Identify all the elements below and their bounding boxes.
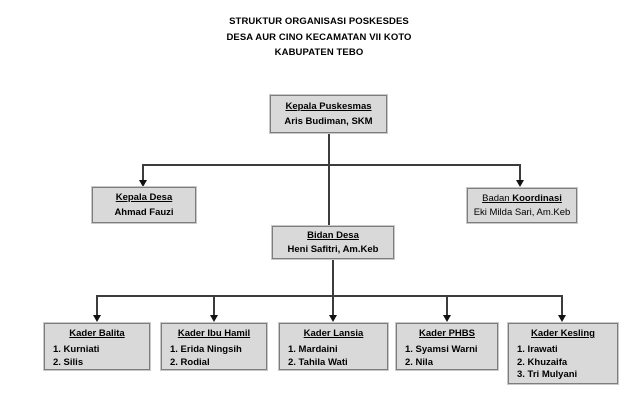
node-kepala-puskesmas: Kepala Puskesmas Aris Budiman, SKM <box>270 95 387 133</box>
member-item: 3. Tri Mulyani <box>517 369 578 380</box>
node-kader-ibu-hamil-title: Kader Ibu Hamil <box>177 328 251 339</box>
node-kader-kesling: Kader Kesling 1. Irawati 2. Khuzaifa 3. … <box>508 323 618 384</box>
arrowhead-badan-koordinasi-icon <box>516 180 524 187</box>
node-kader-kesling-members: 1. Irawati 2. Khuzaifa 3. Tri Mulyani <box>509 344 617 382</box>
arrowhead-kader-balita-icon <box>93 315 101 322</box>
node-kader-kesling-title: Kader Kesling <box>531 328 595 339</box>
chart-title-line-2: DESA AUR CINO KECAMATAN VII KOTO <box>226 31 412 43</box>
connector-stub-kader-phbs <box>446 295 448 316</box>
node-kepala-desa-title: Kepala Desa <box>115 192 173 203</box>
connector-stub-kader-kesling <box>561 295 563 316</box>
node-bidan-desa-name: Heni Safitri, Am.Keb <box>287 244 379 255</box>
node-kader-lansia-members: 1. Mardaini 2. Tahila Wati <box>280 344 387 369</box>
node-kepala-puskesmas-title: Kepala Puskesmas <box>285 100 372 112</box>
chart-title: STRUKTUR ORGANISASI POSKESDES DESA AUR C… <box>0 14 638 61</box>
arrowhead-kader-ibu-hamil-icon <box>210 315 218 322</box>
member-item: 1. Syamsi Warni <box>405 344 478 355</box>
connector-level2-horizontal <box>142 164 521 166</box>
node-badan-koordinasi-title-bold: Koordinasi <box>512 192 562 204</box>
member-item: 1. Mardaini <box>288 344 338 355</box>
node-kepala-desa-name: Ahmad Fauzi <box>114 207 174 218</box>
node-badan-koordinasi-title-regular: Badan <box>482 192 510 204</box>
arrowhead-kader-phbs-icon <box>443 315 451 322</box>
node-kepala-desa: Kepala Desa Ahmad Fauzi <box>92 187 196 223</box>
arrowhead-kepala-desa-icon <box>139 180 147 187</box>
node-bidan-desa: Bidan Desa Heni Safitri, Am.Keb <box>272 226 394 259</box>
member-item: 1. Erida Ningsih <box>170 344 242 355</box>
node-kader-phbs: Kader PHBS 1. Syamsi Warni 2. Nila <box>396 323 498 370</box>
connector-stub-kader-ibu-hamil <box>213 295 215 316</box>
node-badan-koordinasi: Badan Koordinasi Eki Milda Sari, Am.Keb <box>467 188 577 223</box>
member-item: 1. Irawati <box>517 344 558 355</box>
member-item: 2. Silis <box>53 356 84 368</box>
node-kader-phbs-title: Kader PHBS <box>419 328 475 339</box>
node-kader-ibu-hamil-members: 1. Erida Ningsih 2. Rodial <box>162 344 266 369</box>
node-kader-balita: Kader Balita 1. Kurniati 2. Silis <box>44 323 150 370</box>
chart-title-line-3: KABUPATEN TEBO <box>274 47 364 58</box>
member-item: 2. Nila <box>405 356 433 368</box>
connector-stub-kepala-desa <box>142 164 144 181</box>
node-kader-balita-members: 1. Kurniati 2. Silis <box>45 344 149 369</box>
connector-stub-kader-balita <box>96 295 98 316</box>
node-kepala-puskesmas-name: Aris Budiman, SKM <box>284 116 373 128</box>
node-bidan-desa-title: Bidan Desa <box>307 230 359 241</box>
arrowhead-kader-kesling-icon <box>558 315 566 322</box>
member-item: 2. Rodial <box>170 356 210 368</box>
arrowhead-kader-lansia-icon <box>329 315 337 322</box>
chart-title-line-1: STRUKTUR ORGANISASI POSKESDES <box>229 16 409 27</box>
node-kader-ibu-hamil: Kader Ibu Hamil 1. Erida Ningsih 2. Rodi… <box>161 323 267 370</box>
node-kader-phbs-members: 1. Syamsi Warni 2. Nila <box>397 344 497 369</box>
node-kader-lansia: Kader Lansia 1. Mardaini 2. Tahila Wati <box>279 323 388 370</box>
member-item: 2. Khuzaifa <box>517 356 568 368</box>
node-kader-lansia-title: Kader Lansia <box>303 328 364 339</box>
node-badan-koordinasi-name: Eki Milda Sari, Am.Keb <box>473 207 571 219</box>
connector-level3-horizontal <box>96 295 563 297</box>
connector-bidan-to-kaders <box>332 258 334 316</box>
node-badan-koordinasi-title: Badan Koordinasi <box>468 193 576 204</box>
connector-puskesmas-to-bidan <box>328 133 330 226</box>
member-item: 1. Kurniati <box>53 344 100 355</box>
connector-stub-badan-koordinasi <box>519 164 521 181</box>
node-kader-balita-title: Kader Balita <box>69 328 125 339</box>
member-item: 2. Tahila Wati <box>288 356 348 368</box>
